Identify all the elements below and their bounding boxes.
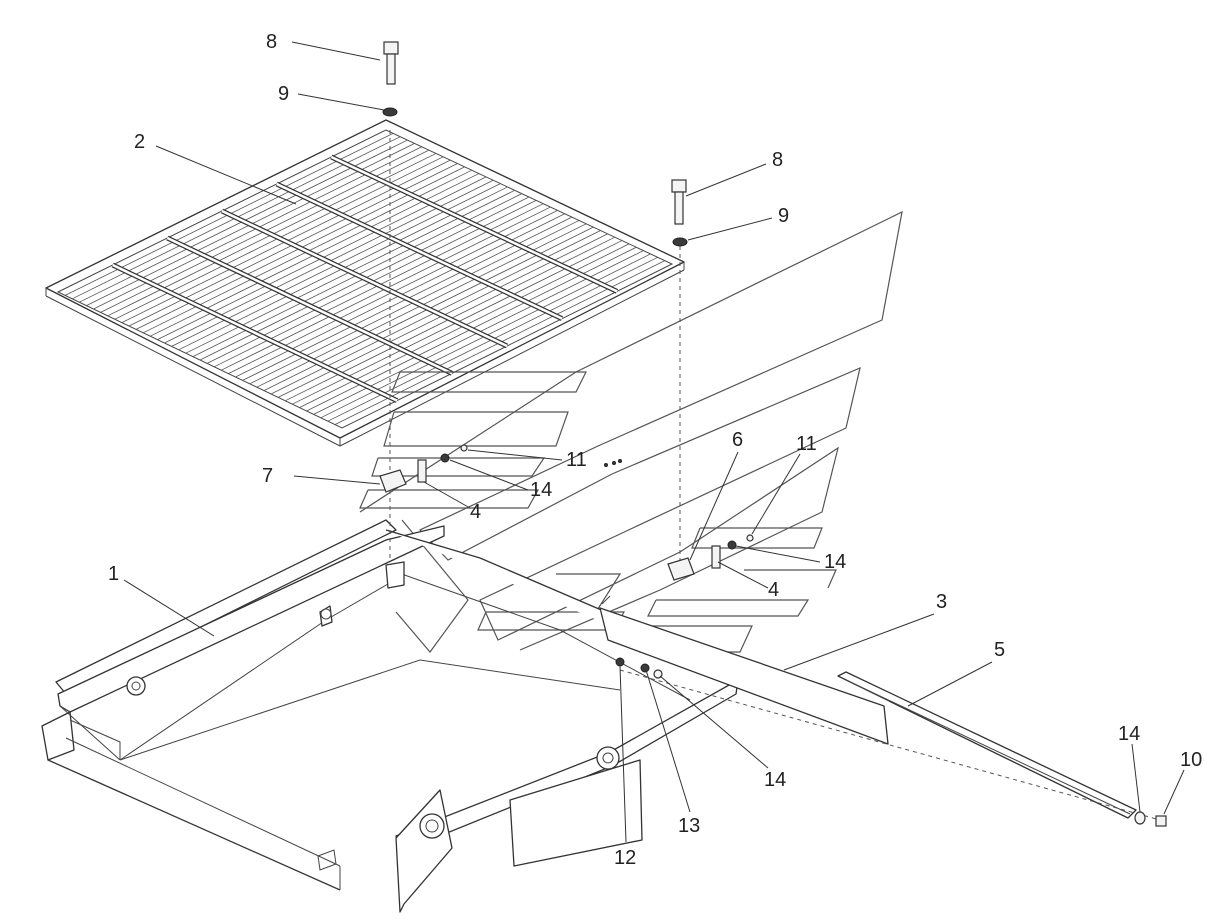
block-7 — [379, 469, 407, 493]
grate-rib-highlight — [166, 236, 453, 375]
callout-14: 14 — [530, 479, 552, 501]
callout-labels: 8 9 2 8 9 11 7 14 4 6 11 14 4 1 3 5 14 1… — [108, 31, 1202, 869]
callout-10: 10 — [1180, 749, 1202, 771]
grate-rib-highlight — [330, 155, 618, 293]
grate-rib-highlight — [276, 182, 563, 320]
callout-7: 7 — [262, 465, 273, 487]
bolt-10 — [1155, 815, 1167, 827]
grate-ribs — [111, 154, 619, 403]
washer-14-left — [440, 453, 450, 463]
callout-13: 13 — [678, 815, 700, 837]
assembly-lines — [389, 130, 1161, 821]
screw-11-right — [746, 534, 754, 542]
callout-1: 1 — [108, 563, 119, 585]
bolt-8-left — [383, 41, 399, 85]
callout-14: 14 — [764, 769, 786, 791]
callout-9: 9 — [278, 83, 289, 105]
block-6 — [667, 557, 695, 581]
callout-4: 4 — [470, 501, 481, 523]
bracket-4-right — [711, 545, 721, 569]
callout-9: 9 — [778, 205, 789, 227]
grate-rib-highlight — [112, 263, 398, 402]
callout-6: 6 — [732, 429, 743, 451]
washer-13 — [640, 663, 650, 673]
callout-4: 4 — [768, 579, 779, 601]
callout-3: 3 — [936, 591, 947, 613]
bracket-4-left — [417, 459, 427, 483]
washer-14-right — [727, 540, 737, 550]
small-dots — [604, 459, 622, 467]
leader-lines — [123, 41, 1185, 843]
washer-9-left — [382, 107, 398, 117]
callout-14: 14 — [1118, 723, 1140, 745]
washer-14-end — [1134, 811, 1146, 825]
side-plate — [599, 595, 889, 745]
side-cover-outlines — [359, 210, 903, 653]
main-frame — [41, 519, 739, 913]
nut-12 — [615, 657, 625, 667]
screw-11-left — [460, 444, 468, 452]
callout-11: 11 — [796, 433, 817, 455]
callout-5: 5 — [994, 639, 1005, 661]
washer-9-right — [672, 237, 688, 247]
callout-8: 8 — [772, 149, 783, 171]
callout-11: 11 — [566, 449, 587, 471]
callout-14: 14 — [824, 551, 846, 573]
grate-panel — [45, 119, 685, 447]
grate-rib-highlight — [221, 209, 508, 348]
bolt-8-right — [671, 179, 687, 225]
side-bar — [837, 671, 1137, 819]
callout-8: 8 — [266, 31, 277, 53]
callout-12: 12 — [614, 847, 636, 869]
callout-2: 2 — [134, 131, 145, 153]
